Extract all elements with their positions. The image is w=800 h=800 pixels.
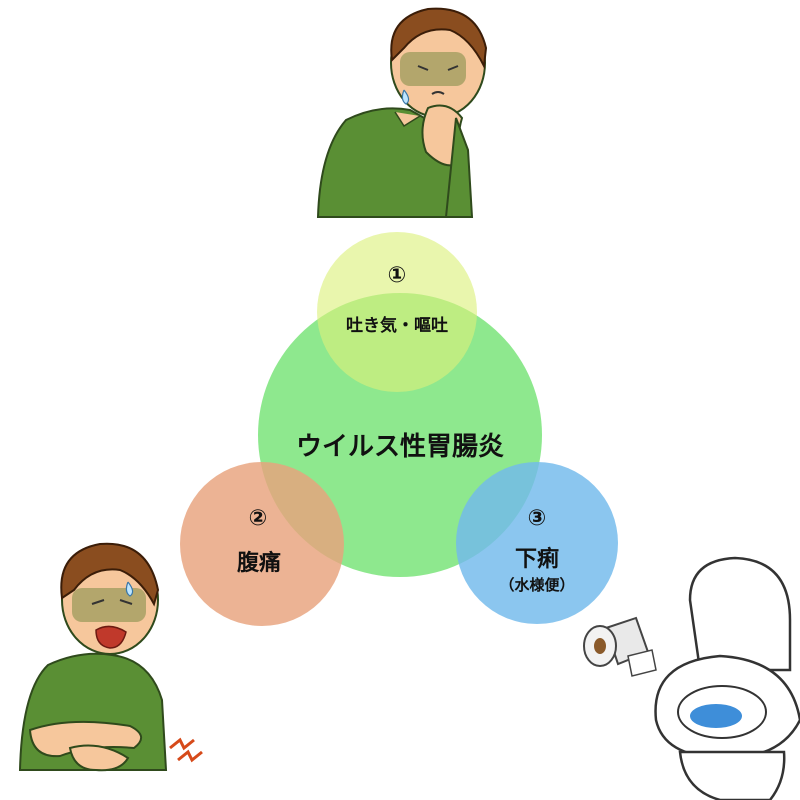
symptom-2-label: 腹痛	[236, 551, 281, 576]
symptom-1-number: ①	[387, 263, 407, 288]
venn-diagram	[180, 232, 618, 626]
symptom-1-label: 吐き気・嘔吐	[346, 316, 448, 336]
symptom-3-number: ③	[527, 506, 547, 531]
symptom-3-label: 下痢	[514, 547, 559, 572]
symptom-2-number: ②	[248, 506, 268, 531]
symptom-circle-2	[180, 462, 344, 626]
symptom-3-sublabel: （水様便）	[499, 576, 575, 594]
center-label: ウイルス性胃腸炎	[295, 432, 504, 462]
stomachache-man-illustration	[18, 542, 203, 772]
symptom-circle-3	[456, 462, 618, 624]
symptom-circle-1	[317, 232, 477, 392]
nauseous-man-illustration	[316, 7, 488, 218]
toilet-illustration	[583, 556, 800, 800]
